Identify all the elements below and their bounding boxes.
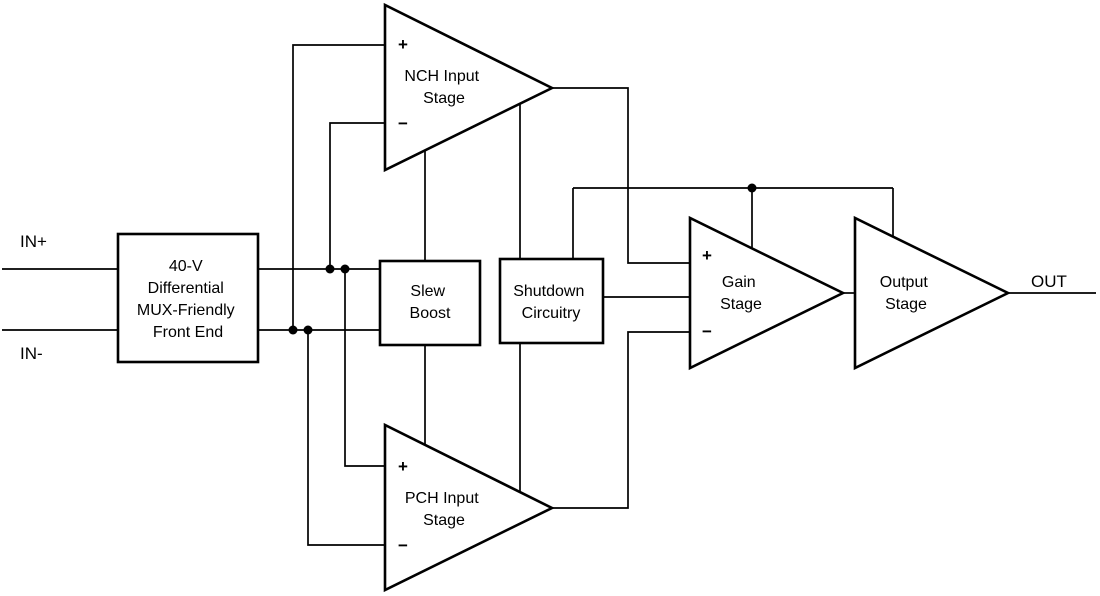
wire-nch-minus xyxy=(329,122,385,269)
wire-pch-output xyxy=(552,331,690,509)
nch-plus-sign: + xyxy=(398,35,408,54)
in-plus-label: IN+ xyxy=(20,232,47,251)
output-stage-triangle xyxy=(853,215,1011,371)
gain-minus-sign: − xyxy=(702,322,712,341)
out-label: OUT xyxy=(1031,272,1067,291)
gain-stage-triangle xyxy=(688,215,846,371)
junction-dot xyxy=(288,325,298,335)
nch-input-stage-label: NCH Input Stage xyxy=(404,68,483,107)
output-stage-label: Output Stage xyxy=(880,274,932,313)
shutdown-circuitry-label: Shutdown Circuitry xyxy=(513,283,589,322)
shutdown-circuitry-box xyxy=(498,257,605,345)
nch-input-stage-triangle xyxy=(383,2,555,173)
connection-wires xyxy=(2,44,1096,546)
pch-plus-sign: + xyxy=(398,457,408,476)
wire-pch-plus xyxy=(344,269,385,467)
nch-minus-sign: − xyxy=(398,114,408,133)
junction-dot xyxy=(303,325,313,335)
pch-input-stage-label: PCH Input Stage xyxy=(405,490,483,529)
wire-pch-minus xyxy=(307,330,385,546)
gain-plus-sign: + xyxy=(702,246,712,265)
pch-minus-sign: − xyxy=(398,536,408,555)
slew-boost-box xyxy=(378,259,482,347)
junction-dot xyxy=(340,264,350,274)
junction-dot xyxy=(325,264,335,274)
front-end-box xyxy=(116,232,260,364)
junction-dot xyxy=(747,183,757,193)
wire-nch-output xyxy=(552,87,690,264)
front-end-label: 40-V Differential MUX-Friendly Front End xyxy=(137,258,239,341)
in-minus-label: IN- xyxy=(20,344,43,363)
wire-nch-plus xyxy=(292,44,385,330)
gain-stage-label: Gain Stage xyxy=(720,274,762,313)
pch-input-stage-triangle xyxy=(383,422,555,593)
slew-boost-label: Slew Boost xyxy=(410,283,451,322)
